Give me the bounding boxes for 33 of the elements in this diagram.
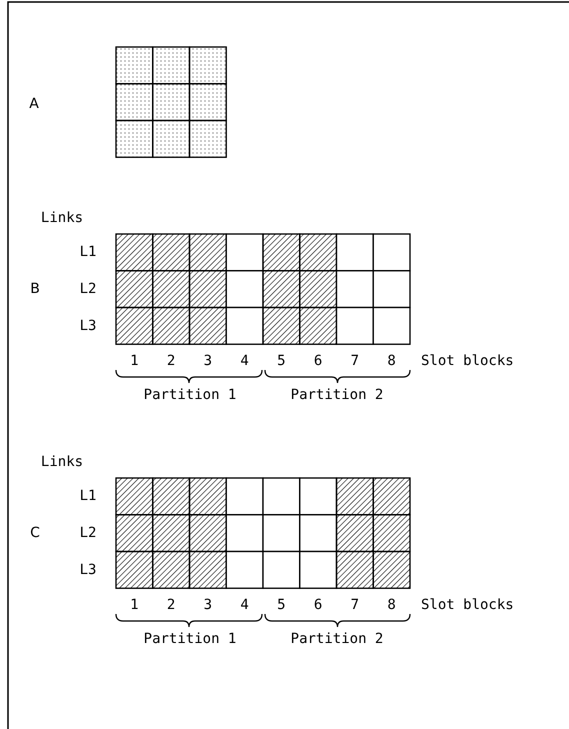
column-number: 4 [240,354,249,368]
column-number: 5 [277,598,286,612]
column-number: 2 [166,354,176,368]
column-number: 8 [387,354,396,368]
column-number: 6 [314,598,322,612]
column-number: 7 [350,598,360,612]
column-number: 3 [204,598,212,612]
row-label: L2 [80,526,96,540]
row-label: L1 [80,489,96,503]
axis-label: Links [40,211,84,225]
partition-label: Partition 2 [290,388,384,402]
column-number: 4 [240,598,249,612]
row-label: L3 [80,563,96,577]
row-label: L3 [80,319,96,333]
panel-letter: A [29,97,39,111]
panel-letter: B [30,282,40,296]
axis-label: Slot blocks [421,354,514,368]
column-number: 1 [130,354,139,368]
row-label: L1 [80,245,96,259]
column-number: 2 [166,598,176,612]
column-number: 7 [350,354,360,368]
partition-label: Partition 2 [290,632,384,646]
panel-letter: C [30,526,40,540]
column-number: 8 [387,598,396,612]
partition-label: Partition 1 [144,632,236,646]
column-number: 3 [204,354,212,368]
row-label: L2 [80,282,96,296]
partition-label: Partition 1 [144,388,236,402]
column-number: 5 [277,354,286,368]
axis-label: Slot blocks [421,598,514,612]
column-number: 1 [130,598,139,612]
axis-label: Links [40,455,84,469]
column-number: 6 [314,354,322,368]
